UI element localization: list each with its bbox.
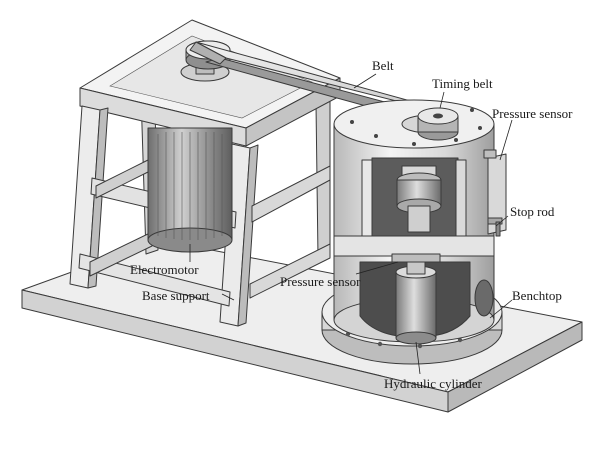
label-benchtop: Benchtop <box>512 288 562 303</box>
label-timing-belt: Timing belt <box>432 76 493 91</box>
label-pressure-sensor-mid: Pressure sensor <box>280 274 361 289</box>
label-base-support: Base support <box>142 288 210 303</box>
leader-lines <box>189 73 513 375</box>
label-electromotor: Electromotor <box>130 262 199 277</box>
electromotor <box>147 127 233 253</box>
label-stop-rod: Stop rod <box>510 204 555 219</box>
timing-pulley <box>417 107 459 141</box>
label-pressure-sensor-top: Pressure sensor <box>492 106 573 121</box>
loading-frame <box>321 99 503 365</box>
upper-spindle <box>396 165 442 233</box>
label-hydraulic-cylinder: Hydraulic cylinder <box>384 376 482 391</box>
label-belt: Belt <box>372 58 394 73</box>
hydraulic-cylinder <box>395 259 437 345</box>
cap-bolts <box>350 108 482 146</box>
side-pressure-sensor <box>483 149 507 235</box>
electromotor-fins <box>157 132 223 240</box>
